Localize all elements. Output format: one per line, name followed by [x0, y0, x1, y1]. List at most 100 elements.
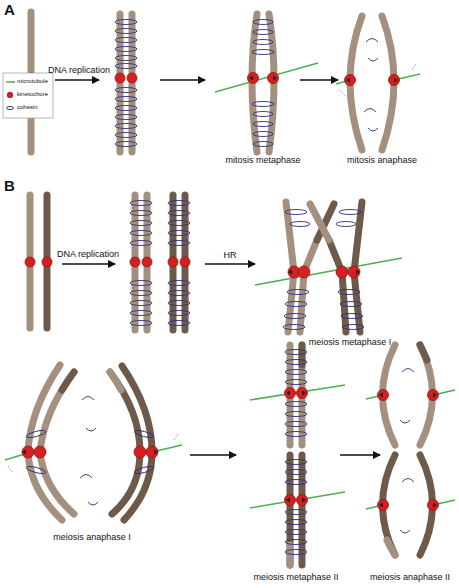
meiosis-anaphase-ii-chromatids-part: [420, 345, 427, 360]
process-arrow-part: [205, 263, 255, 264]
meiosis-anaphase-ii-chromatids-part: [402, 369, 414, 373]
process-arrow: [62, 264, 115, 265]
mitosis-anaphase-chromatids: [336, 16, 420, 150]
replicated-homologs-part: [168, 257, 178, 267]
replicated-homologs-part: [168, 291, 190, 296]
chromosome-replicated-part: [115, 47, 137, 52]
meiosis-metaphase-ii-chromosomes-part: [285, 350, 307, 355]
replicated-homologs-part: [180, 257, 190, 267]
mitosis-anaphase-chromatids-part: [364, 109, 376, 113]
legend-cohesin-swatch: [7, 106, 14, 109]
mitosis-anaphase-chromatids-part: [389, 75, 400, 86]
meiosis-anaphase-ii-chromatids-part: [428, 390, 439, 401]
meiosis-anaphase-i-chromosomes-part: [134, 465, 155, 475]
bivalent-with-chiasma-part: [285, 302, 307, 307]
process-arrow: [190, 455, 236, 456]
replicated-homologs-part: [130, 311, 152, 316]
meiosis-anaphase-i-chromosomes-part: [22, 446, 34, 458]
meiosis-metaphase-ii-chromosomes-part: [285, 480, 307, 485]
bivalent-with-chiasma-part: [285, 210, 307, 215]
mitosis-metaphase-chromosome-part: [253, 122, 273, 127]
mitosis-anaphase-chromatids-part: [345, 75, 356, 86]
replicated-homologs-part: [130, 231, 152, 236]
meiosis-metaphase-ii-chromosomes-part: [285, 360, 307, 365]
meiosis-metaphase-ii-chromosomes-part: [285, 432, 307, 437]
process-arrow: [160, 80, 205, 81]
legend-kinetochore-swatch-part: [7, 92, 13, 98]
meiosis-metaphase-ii-chromosomes-part: [285, 530, 307, 535]
stage-label: meiosis anaphase II: [370, 573, 450, 583]
replicated-homologs-part: [168, 231, 190, 236]
mitosis-metaphase-chromosome-part: [253, 30, 273, 35]
meiosis-anaphase-ii-chromatids-part: [433, 393, 437, 398]
bivalent-with-chiasma-part: [288, 270, 292, 275]
chromosome-replicated: [115, 14, 137, 152]
mitosis-metaphase-chromosome-part: [253, 132, 273, 137]
mitosis-metaphase-chromosome-part: [249, 76, 253, 81]
meiosis-anaphase-i-chromosomes-part: [122, 366, 152, 520]
meiosis-anaphase-i-chromosomes-part: [134, 446, 146, 458]
meiosis-metaphase-ii-chromosomes-part: [297, 495, 308, 506]
replicated-homologs-part: [130, 211, 152, 216]
meiosis-metaphase-ii-chromosomes-part: [285, 510, 307, 515]
bivalent-with-chiasma-part: [287, 290, 309, 295]
bivalent-with-chiasma-part: [298, 266, 310, 278]
legend-box-part: [3, 73, 53, 118]
chromosome-replicated-part: [115, 142, 137, 147]
mitosis-anaphase-chromatids-part: [368, 58, 378, 61]
panel-letter: B: [4, 178, 15, 195]
mitosis-metaphase-chromosome-part: [268, 73, 279, 84]
meiosis-metaphase-ii-chromosomes-part: [285, 422, 307, 427]
stage-label: mitosis anaphase: [347, 156, 417, 166]
homologous-chromosomes: [25, 195, 52, 328]
meiosis-metaphase-ii-chromosomes-part: [285, 460, 307, 465]
bivalent-with-chiasma-part: [348, 266, 360, 278]
meiosis-anaphase-i-chromosomes-part: [134, 429, 155, 439]
meiosis-anaphase-i-chromosomes-part: [22, 450, 26, 455]
replicated-homologs-part: [130, 301, 152, 306]
meiosis-metaphase-ii-chromosomes-part: [302, 391, 306, 396]
chromosome-replicated-part: [115, 124, 137, 129]
chromosome-replicated-part: [127, 73, 137, 83]
chromosome-replicated-part: [115, 106, 137, 111]
arrow-label: HR: [224, 251, 237, 261]
meiosis-anaphase-ii-chromatids-part: [387, 540, 395, 555]
meiosis-metaphase-ii-chromosomes-part: [297, 388, 308, 399]
meiosis-anaphase-ii-chromatids-part: [400, 530, 410, 533]
meiosis-anaphase-i-chromosomes-part: [82, 397, 94, 401]
mitosis-metaphase-chromosome-part: [253, 40, 273, 45]
bivalent-with-chiasma-part: [342, 325, 364, 330]
meiosis-metaphase-ii-chromosomes-part: [286, 391, 290, 396]
replicated-homologs-part: [168, 201, 190, 206]
replicated-homologs-part: [130, 257, 140, 267]
meiosis-anaphase-ii-chromatids-part: [379, 393, 383, 398]
replicated-homologs-part: [168, 221, 190, 226]
meiosis-anaphase-ii-chromatids-part: [378, 390, 389, 401]
legend-box: [3, 73, 53, 118]
mitosis-metaphase-chromosome-part: [252, 102, 274, 107]
process-arrow-part: [300, 79, 338, 80]
panel-letter: A: [4, 2, 15, 19]
legend-cohesin-swatch-part: [7, 106, 14, 109]
replicated-homologs-part: [168, 281, 190, 286]
stage-label: meiosis metaphase I: [309, 338, 392, 348]
bivalent-with-chiasma-part: [356, 270, 360, 275]
chromosome-replicated-part: [115, 29, 137, 34]
bivalent-with-chiasma-part: [284, 314, 306, 319]
chromosome-replicated-part: [115, 20, 137, 25]
bivalent-with-chiasma-part: [336, 266, 348, 278]
bivalent-with-chiasma-part: [341, 314, 363, 319]
stage-label: meiosis metaphase II: [253, 573, 338, 583]
meiosis-anaphase-i-chromosomes-part: [86, 428, 96, 431]
mitosis-metaphase-chromosome-part: [252, 50, 274, 55]
replicated-homologs-part: [130, 281, 152, 286]
meiosis-anaphase-i-chromosomes-part: [62, 372, 74, 390]
meiosis-anaphase-i-chromosomes: [5, 365, 182, 520]
process-arrow-part: [160, 79, 205, 80]
meiosis-anaphase-i-chromosomes-part: [40, 372, 74, 514]
bivalent-with-chiasma-part: [336, 222, 356, 227]
legend-text: microtubule: [17, 78, 48, 85]
bivalent-with-chiasma-part: [339, 210, 361, 215]
process-arrow: [340, 455, 380, 456]
meiosis-anaphase-i-chromosomes-part: [8, 466, 12, 472]
